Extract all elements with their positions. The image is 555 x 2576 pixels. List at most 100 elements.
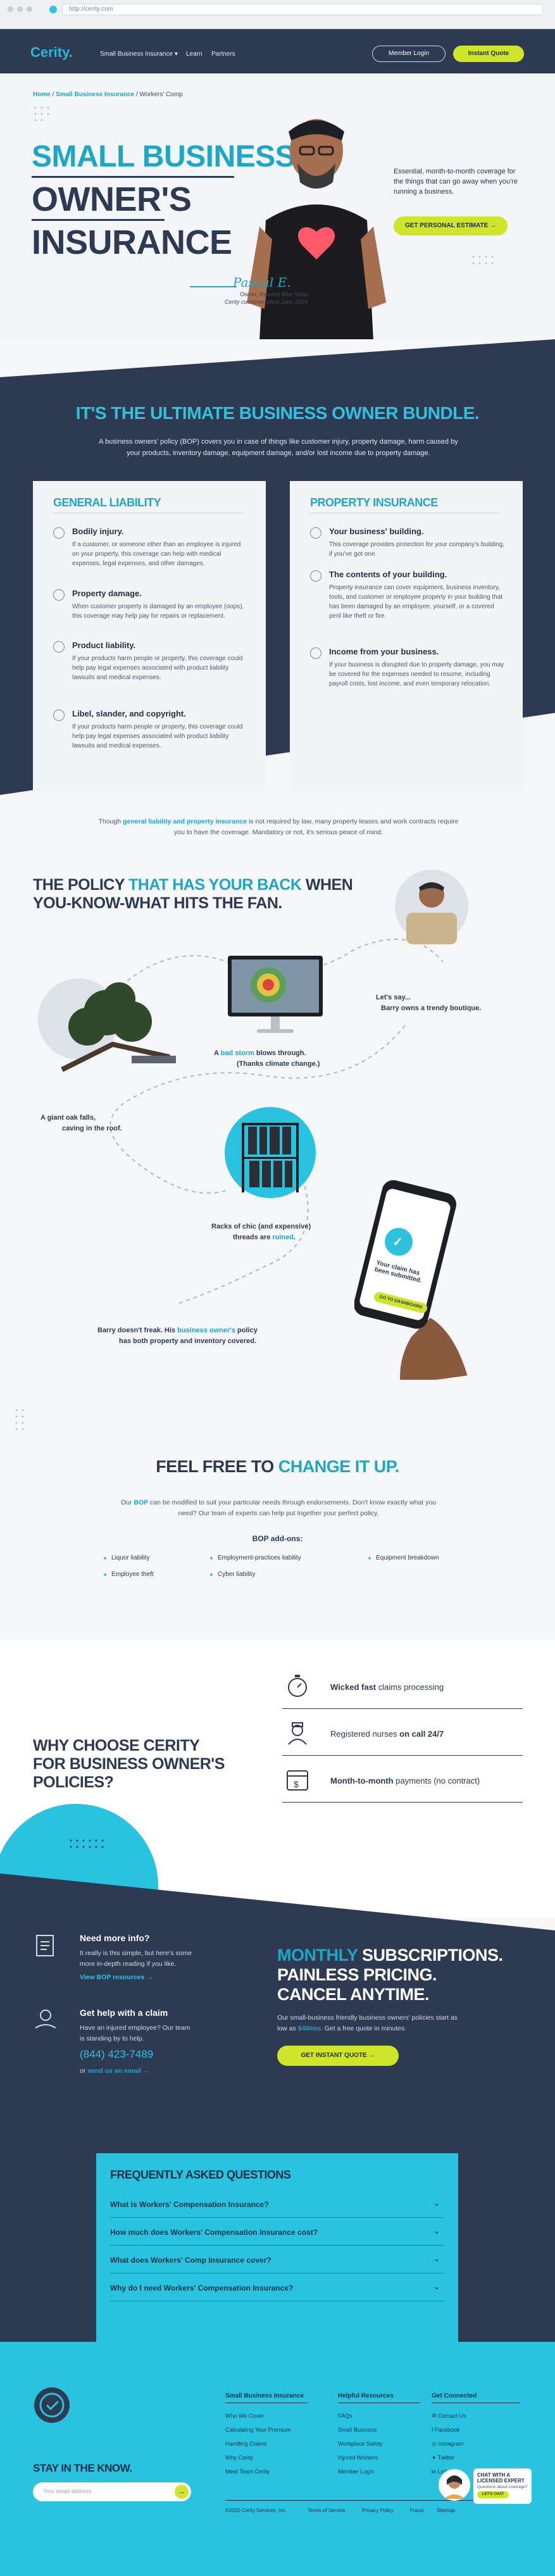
footer-link[interactable]: Injured Workers xyxy=(338,2454,378,2461)
cerity-badge-logo[interactable] xyxy=(33,2386,71,2424)
instant-quote-button[interactable]: Instant Quote xyxy=(453,46,524,62)
caption-line: Barry owns a trendy boutique. xyxy=(381,1004,482,1013)
phone-in-hand-image xyxy=(354,1180,475,1406)
caption-line: Let's say... xyxy=(376,994,411,1001)
close-window-dot[interactable] xyxy=(8,6,13,12)
addons-section-background xyxy=(0,1380,555,1658)
story-dashed-path xyxy=(94,939,444,1304)
clothing-rack-image xyxy=(225,1107,316,1198)
addons-text: Our xyxy=(120,1499,134,1506)
faq-question: Why do I need Workers' Compensation Insu… xyxy=(110,2284,294,2292)
story-title: THE POLICY THAT HAS YOUR BACK WHEN YOU-K… xyxy=(33,876,353,913)
breadcrumb-separator: / xyxy=(135,91,138,98)
breadcrumb-home[interactable]: Home xyxy=(33,91,51,98)
twitter-icon: ✦ xyxy=(432,2454,438,2461)
note-text: Though xyxy=(98,818,123,825)
member-login-button[interactable]: Member Login xyxy=(372,46,446,62)
footer-link[interactable]: ◎ Instagram xyxy=(432,2441,463,2448)
get-instant-quote-button[interactable]: GET INSTANT QUOTE → xyxy=(277,2046,399,2066)
promo-price: $40/mo xyxy=(297,2024,321,2032)
addons-title-part: FEEL FREE TO xyxy=(156,1457,278,1476)
get-help-claim-heading: Get help with a claim xyxy=(80,2008,168,2018)
hero-customer-photo xyxy=(247,119,386,339)
footer-link[interactable]: f Facebook xyxy=(432,2427,460,2433)
footer-col-title: Get Connected xyxy=(432,2392,477,2399)
coverage-item-text: Property insurance can cover equipment, … xyxy=(329,584,503,620)
coverage-item-title: The contents of your building. xyxy=(329,570,447,579)
libel-slander-icon xyxy=(53,710,65,721)
faq-item[interactable]: What is Workers' Compensation Insurance?… xyxy=(110,2191,444,2218)
lets-chat-button[interactable]: LET'S CHAT xyxy=(477,2491,509,2498)
arrow-right-icon[interactable]: → xyxy=(175,2485,189,2499)
view-bop-resources-link[interactable]: View BOP resources → xyxy=(80,1973,153,1981)
breadcrumb-separator: / xyxy=(52,91,54,98)
faq-panel: FREQUENTLY ASKED QUESTIONS What is Worke… xyxy=(96,2153,458,2349)
minimize-window-dot[interactable] xyxy=(17,6,23,12)
claims-phone-number[interactable]: (844) 423-7489 xyxy=(80,2048,154,2060)
promo-title: MONTHLY SUBSCRIPTIONS. PAINLESS PRICING.… xyxy=(277,1946,503,2004)
cerity-logo[interactable]: Cerity. xyxy=(30,44,73,60)
nav-partners[interactable]: Partners xyxy=(211,51,235,58)
get-help-claim-text: Have an injured employee? Our team is st… xyxy=(80,2024,190,2042)
addons-section-divider xyxy=(0,1361,555,1418)
coverage-item-title: Property damage. xyxy=(72,589,142,598)
story-title-part: THE POLICY xyxy=(33,876,129,894)
footer-link[interactable]: Calculating Your Premium xyxy=(225,2427,291,2433)
send-email-link[interactable]: send us an email → xyxy=(87,2067,150,2075)
decorative-teal-circle xyxy=(0,1804,158,1899)
footer-link[interactable]: Who We Cover xyxy=(225,2413,264,2419)
nav-learn[interactable]: Learn xyxy=(186,51,203,58)
footer-legal-link[interactable]: Fraud xyxy=(410,2508,423,2513)
chat-widget[interactable]: CHAT WITH A LICENSED EXPERT Questions ab… xyxy=(438,2466,532,2510)
coverage-item-text: If your products harm people or property… xyxy=(72,655,243,681)
footer-link[interactable]: ✦ Twitter xyxy=(432,2454,454,2461)
why-row-rest: Registered nurses xyxy=(330,1729,400,1739)
coverage-item: The contents of your building. Property … xyxy=(310,570,506,621)
addons-text: can be modified to suit your particular … xyxy=(148,1499,437,1517)
faq-item[interactable]: How much does Workers' Compensation Insu… xyxy=(110,2219,444,2246)
addon-item: Cyber liability xyxy=(209,1571,256,1578)
addons-text-highlight: BOP xyxy=(134,1499,149,1506)
caption-text: Barry doesn't freak. His xyxy=(97,1327,178,1334)
footer-link[interactable]: Meet Team Cerity xyxy=(225,2468,270,2475)
footer-link[interactable]: Handling Claims xyxy=(225,2441,267,2447)
footer-link[interactable]: FAQs xyxy=(338,2413,352,2419)
footer-link[interactable]: Small Business xyxy=(338,2427,377,2433)
breadcrumb-small-business[interactable]: Small Business Insurance xyxy=(56,91,135,98)
address-bar[interactable]: http://cerity.com xyxy=(62,4,543,15)
chat-subtitle: Questions about coverage? xyxy=(477,2485,528,2489)
facebook-icon: f xyxy=(432,2427,435,2433)
footer-legal-link[interactable]: Terms of Service xyxy=(308,2508,346,2513)
get-personal-estimate-button[interactable]: GET PERSONAL ESTIMATE → xyxy=(394,216,508,235)
footer-link[interactable]: Workplace Safety xyxy=(338,2441,383,2447)
caption-line: caving in the roof. xyxy=(62,1125,122,1133)
decorative-dot-grid xyxy=(15,1409,24,1430)
footer-link[interactable]: ✉ Contact Us xyxy=(432,2413,466,2420)
why-row-rest: payments (no contract) xyxy=(393,1776,480,1785)
maximize-window-dot[interactable] xyxy=(27,6,32,12)
why-title-line: FOR BUSINESS OWNER'S xyxy=(33,1754,225,1773)
bodily-injury-icon xyxy=(53,527,65,539)
chat-title: LICENSED EXPERT xyxy=(477,2478,525,2484)
addons-description: Our BOP can be modified to suit your par… xyxy=(114,1497,443,1519)
promo-title-part: SUBSCRIPTIONS. xyxy=(358,1946,503,1965)
addons-subtitle: BOP add-ons: xyxy=(252,1534,303,1543)
footer-legal-link[interactable]: Privacy Policy xyxy=(362,2508,394,2513)
income-icon xyxy=(310,647,321,659)
document-icon xyxy=(36,1935,54,1956)
barry-portrait xyxy=(395,870,468,944)
footer-link[interactable]: Why Cerity xyxy=(225,2454,254,2461)
newsletter-email-field[interactable]: Your email address → xyxy=(33,2482,191,2501)
bundle-description: A business owners' policy (BOP) covers y… xyxy=(99,438,458,457)
nav-small-business-insurance[interactable]: Small Business Insurance ▾ xyxy=(100,51,178,58)
footer-link-label: Instagram xyxy=(438,2441,464,2447)
email-placeholder: Your email address xyxy=(43,2488,92,2494)
faq-item[interactable]: Why do I need Workers' Compensation Insu… xyxy=(110,2275,444,2301)
footer-legal-link[interactable]: Sitemap xyxy=(437,2508,456,2513)
promo-text: . Get a free quote in minutes. xyxy=(320,2024,407,2032)
caption-text: A xyxy=(214,1049,221,1057)
building-contents-icon xyxy=(310,570,321,582)
footer-link[interactable]: Member Login xyxy=(338,2468,375,2475)
checkmark-icon: ✓ xyxy=(392,1235,403,1249)
faq-item[interactable]: What does Workers' Comp Insurance cover?… xyxy=(110,2247,444,2273)
